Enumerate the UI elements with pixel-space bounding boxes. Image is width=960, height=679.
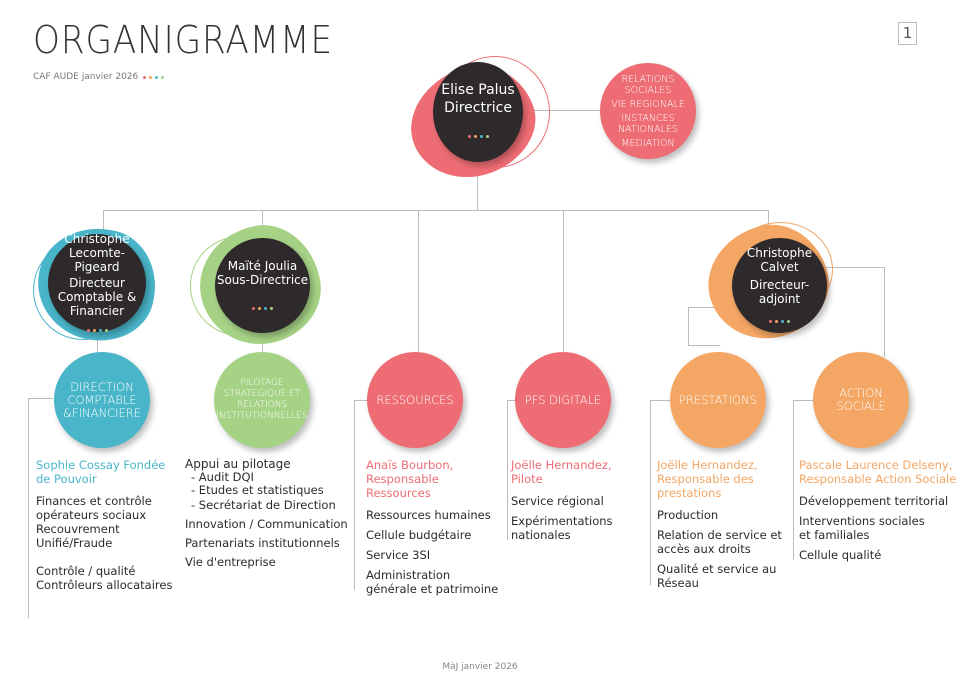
unit-item: Contrôleurs allocataires [36,578,173,592]
connector [103,210,769,211]
unit-item: Production [657,508,719,522]
connector [793,400,794,560]
unit-item: - Etudes et statistiques [191,483,324,497]
unit-lead: Sophie Cossay Fondée de Pouvoir [36,458,166,486]
unit-label: ACTION SOCIALE [836,386,886,413]
connector [793,400,815,401]
connector [650,400,651,585]
unit-item: Service 3SI [366,548,431,562]
director-role: Directrice [444,100,512,116]
unit-label: PRESTATIONS [679,392,757,407]
relations-item: INSTANCES NATIONALES [618,112,678,135]
manager-dcf-node[interactable]: Christophe Lecomte-Pigeard Directeur Com… [48,231,146,335]
unit-dcf-details: Sophie Cossay Fondée de Pouvoir Finances… [36,458,176,598]
relations-item: VIE REGIONALE [611,98,685,110]
page-title: ORGANIGRAMME [33,18,333,62]
relations-item: RELATIONS SOCIALES [621,73,675,96]
director-node[interactable]: Elise Palus Directrice [433,62,523,162]
unit-prestations-details: Joëlle Hernandez, Responsable des presta… [657,458,787,596]
unit-dcf[interactable]: DIRECTION COMPTABLE &FINANCIERE [54,352,150,448]
manager-sd-node[interactable]: Maïté Joulia Sous-Directrice [215,238,310,333]
connector [262,340,263,355]
connector [28,398,53,399]
unit-ressources[interactable]: RESSOURCES [367,352,463,448]
subtitle-text: CAF AUDE janvier 2026 [33,72,139,82]
unit-item: Contrôle / qualité [36,564,136,578]
connector [884,267,885,357]
unit-lead: Appui au pilotage [185,457,291,471]
unit-item: Vie d'entreprise [185,555,276,569]
unit-prestations[interactable]: PRESTATIONS [670,352,766,448]
unit-action-sociale-details: Pascale Laurence Delseny, Responsable Ac… [799,458,959,568]
unit-item: Développement territorial [799,494,949,508]
unit-pilotage-details: Appui au pilotage - Audit DQI - Etudes e… [185,458,355,575]
unit-ressources-details: Anaïs Bourbon, Responsable Ressources Re… [366,458,501,602]
dots-icon [768,312,792,326]
connector [768,210,769,230]
connector [418,210,419,355]
unit-label: DIRECTION COMPTABLE &FINANCIERE [63,379,141,420]
unit-lead: Joëlle Hernandez, Pilote [511,458,612,486]
page-number: 1 [898,22,917,45]
relations-item: MEDIATION [621,137,675,149]
connector [103,210,104,240]
connector [507,400,519,401]
connector [520,110,610,111]
unit-item: Service régional [511,494,604,508]
dots-icon [251,299,275,313]
connector [688,307,733,308]
subtitle: CAF AUDE janvier 2026 [33,72,165,82]
unit-item: Expérimentations nationales [511,514,613,542]
director-name: Elise Palus [441,82,515,98]
unit-lead: Pascale Laurence Delseny, Responsable Ac… [799,458,957,486]
manager-role: Sous-Directrice [216,272,309,287]
unit-item: Innovation / Communication [185,517,348,531]
unit-item: Cellule budgétaire [366,528,472,542]
connector [507,400,508,540]
unit-item: Administration générale et patrimoine [366,568,499,596]
manager-da-node[interactable]: Christophe Calvet Directeur-adjoint [732,238,827,333]
unit-item: - Secrétariat de Direction [191,498,336,512]
dots-icon [466,125,490,143]
unit-pfs[interactable]: PFS DIGITALE [515,352,611,448]
connector [688,307,689,345]
footer-date: MàJ janvier 2026 [442,662,518,672]
unit-item: Interventions sociales et familiales [799,514,925,542]
dots-icon [141,72,165,82]
manager-role: Directeur-adjoint [749,277,810,306]
manager-name: Christophe Lecomte-Pigeard [64,231,130,274]
manager-role: Directeur Comptable & Financier [57,275,137,318]
unit-item: Cellule qualité [799,548,882,562]
connector [820,267,884,268]
relations-node[interactable]: RELATIONS SOCIALES VIE REGIONALE INSTANC… [600,63,696,159]
manager-name: Christophe Calvet [746,245,813,274]
unit-item: - Audit DQI [191,470,254,484]
unit-label: PFS DIGITALE [524,392,602,407]
connector [688,345,720,346]
unit-action-sociale[interactable]: ACTION SOCIALE [813,352,909,448]
unit-item: Finances et contrôle opérateurs sociaux [36,494,152,522]
unit-item: Relation de service et accès aux droits [657,528,782,556]
unit-item: Partenariats institutionnels [185,536,340,550]
connector [28,398,29,618]
connector [354,400,355,590]
unit-lead: Joëlle Hernandez, Responsable des presta… [657,458,758,500]
connector [477,160,478,210]
unit-item: Ressources humaines [366,508,491,522]
unit-lead: Anaïs Bourbon, Responsable Ressources [366,458,454,500]
dots-icon [85,321,109,335]
manager-name: Maïté Joulia [227,258,298,273]
connector [650,400,672,401]
connector [97,330,98,355]
unit-item: Qualité et service au Réseau [657,562,777,590]
unit-pilotage[interactable]: PILOTAGE STRATEGIQUE ET RELATIONS INSTIT… [214,352,310,448]
unit-item: Recouvrement Unifié/Fraude [36,522,120,550]
connector [563,210,564,355]
unit-label: PILOTAGE STRATEGIQUE ET RELATIONS INSTIT… [216,378,308,421]
unit-label: RESSOURCES [376,392,454,407]
unit-pfs-details: Joëlle Hernandez, Pilote Service régiona… [511,458,626,548]
connector [354,400,369,401]
